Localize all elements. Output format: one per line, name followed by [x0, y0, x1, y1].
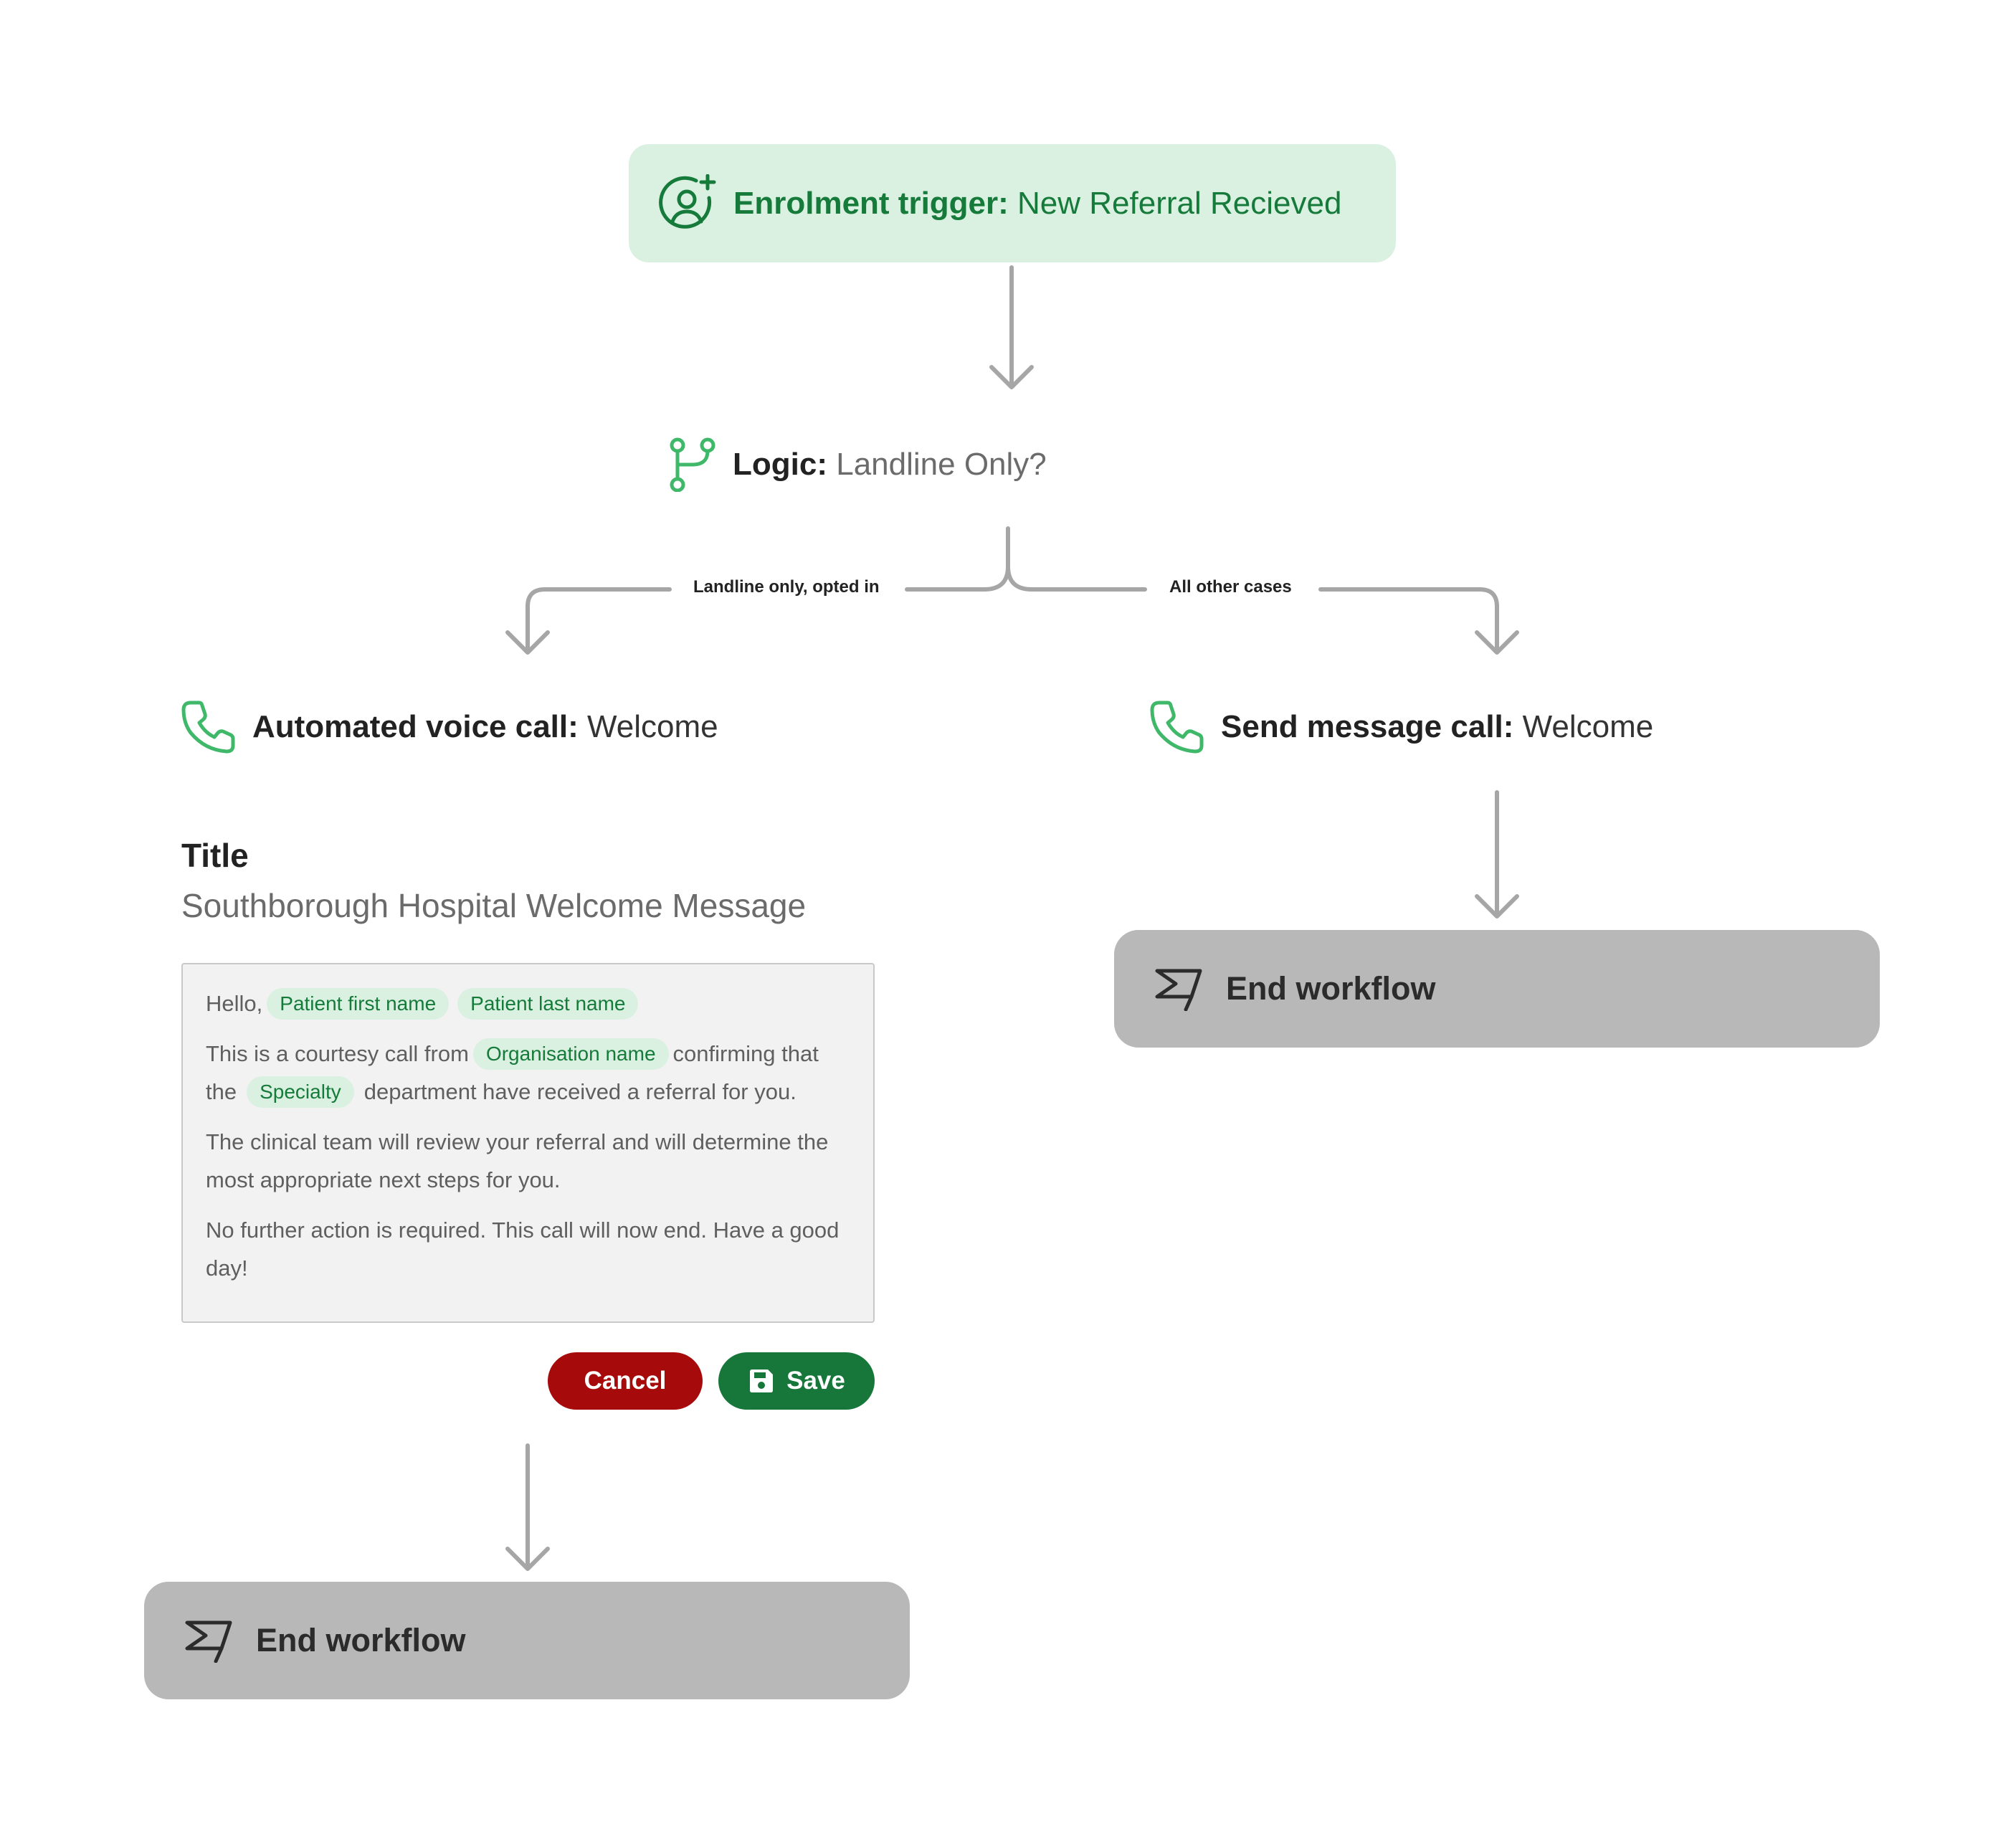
- save-button-label: Save: [786, 1367, 845, 1395]
- logic-label-bold: Logic:: [733, 447, 827, 482]
- chip-patient-first-name[interactable]: Patient first name: [267, 988, 450, 1020]
- message-call-label-value: Welcome: [1522, 709, 1654, 744]
- connector-right-end: [1475, 790, 1519, 918]
- connector-branch-left: [505, 587, 672, 655]
- cancel-button[interactable]: Cancel: [548, 1352, 703, 1410]
- automated-voice-call-node[interactable]: Automated voice call: Welcome: [181, 700, 718, 754]
- end-workflow-node-left[interactable]: End workflow: [144, 1582, 910, 1699]
- save-button[interactable]: Save: [718, 1352, 875, 1410]
- message-call-label-bold: Send message call:: [1221, 709, 1514, 744]
- courtesy-text-c: department have received a referral for …: [363, 1079, 797, 1104]
- title-label: Title: [181, 837, 249, 874]
- branch-icon: [670, 437, 715, 492]
- voice-call-label: Automated voice call: Welcome: [252, 709, 718, 745]
- logic-label-value: Landline Only?: [836, 447, 1047, 482]
- flag-icon: [1155, 969, 1202, 1011]
- message-call-label: Send message call: Welcome: [1221, 709, 1653, 745]
- branch-label-left: Landline only, opted in: [693, 577, 880, 597]
- courtesy-text-b: confirming that the: [206, 1041, 819, 1104]
- chip-specialty[interactable]: Specialty: [247, 1076, 354, 1108]
- user-plus-icon: [659, 174, 716, 229]
- logic-label: Logic: Landline Only?: [733, 447, 1047, 483]
- message-paragraph-closing: No further action is required. This call…: [206, 1217, 840, 1281]
- branch-label-right: All other cases: [1169, 577, 1292, 597]
- chip-organisation-name[interactable]: Organisation name: [472, 1038, 669, 1070]
- floppy-disk-icon: [750, 1370, 774, 1392]
- connector-left-end: [505, 1443, 550, 1571]
- greeting-text: Hello,: [206, 991, 263, 1016]
- voice-call-label-bold: Automated voice call:: [252, 709, 579, 744]
- courtesy-text-a: This is a courtesy call from: [206, 1041, 469, 1066]
- send-message-call-node[interactable]: Send message call: Welcome: [1149, 700, 1653, 754]
- message-paragraph-review: The clinical team will review your refer…: [206, 1129, 829, 1192]
- connector-branch-right: [1318, 587, 1519, 655]
- end-workflow-node-right[interactable]: End workflow: [1114, 930, 1880, 1048]
- enrolment-trigger-node[interactable]: Enrolment trigger: New Referral Recieved: [629, 144, 1396, 262]
- connector-branch-brace: [905, 526, 1147, 592]
- trigger-label-value: New Referral Recieved: [1017, 185, 1342, 221]
- logic-node[interactable]: Logic: Landline Only?: [667, 437, 1047, 492]
- trigger-label-bold: Enrolment trigger:: [733, 185, 1009, 221]
- title-value[interactable]: Southborough Hospital Welcome Message: [181, 887, 807, 924]
- phone-icon: [1150, 701, 1204, 754]
- phone-icon: [181, 701, 235, 754]
- end-workflow-label-left: End workflow: [256, 1622, 466, 1658]
- connector-trigger-logic: [989, 265, 1034, 389]
- end-workflow-label-right: End workflow: [1226, 970, 1436, 1007]
- chip-patient-last-name[interactable]: Patient last name: [457, 988, 639, 1020]
- voice-call-label-value: Welcome: [587, 709, 718, 744]
- flag-icon: [185, 1620, 232, 1663]
- cancel-button-label: Cancel: [584, 1367, 667, 1395]
- trigger-label: Enrolment trigger: New Referral Recieved: [733, 186, 1341, 222]
